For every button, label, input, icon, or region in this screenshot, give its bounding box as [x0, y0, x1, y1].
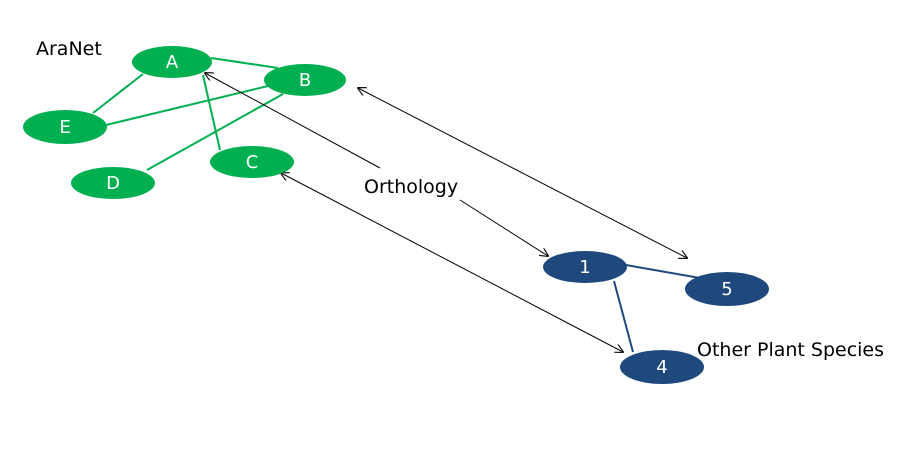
aranet-node-shape [23, 110, 107, 144]
aranet-edge-A-C [202, 74, 221, 151]
other-node-shape [685, 272, 769, 306]
aranet-node-shape [264, 64, 346, 96]
aranet-node-label: D [106, 173, 120, 194]
other-edge-1-5 [625, 264, 701, 279]
other-edge-1-4 [613, 280, 634, 353]
orthology-arrow-C-4 [281, 173, 623, 352]
other-node-1: 1 [543, 251, 627, 283]
aranet-edge-B-D [146, 93, 284, 171]
aranet-node-C: C [210, 146, 294, 178]
aranet-node-shape [210, 146, 294, 178]
other-species-label: Other Plant Species [697, 339, 885, 361]
aranet-label: AraNet [36, 38, 102, 60]
aranet-node-E: E [23, 110, 107, 144]
aranet-edge-B-E [105, 85, 269, 126]
aranet-node-label: E [59, 117, 70, 138]
other-node-shape [543, 251, 627, 283]
aranet-node-shape [71, 167, 155, 199]
orthology-arrow-B-5 [358, 88, 687, 258]
orthology-label: Orthology [364, 176, 459, 198]
aranet-node-B: B [264, 64, 346, 96]
orthology-arrow-A-1 [459, 199, 548, 256]
aranet-node-shape [132, 46, 212, 78]
aranet-node-label: A [166, 52, 179, 73]
other-node-5: 5 [685, 272, 769, 306]
other-node-shape [620, 350, 704, 384]
orthology-arrow-A-1 [205, 73, 381, 169]
other-node-label: 4 [656, 357, 667, 378]
aranet-edge-A-E [92, 73, 144, 114]
aranet-edge-A-B [210, 57, 279, 69]
other-node-label: 5 [721, 279, 732, 300]
aranet-node-D: D [71, 167, 155, 199]
aranet-node-label: C [246, 152, 259, 173]
other-node-4: 4 [620, 350, 704, 384]
other-node-label: 1 [579, 257, 590, 278]
aranet-node-A: A [132, 46, 212, 78]
aranet-node-label: B [299, 70, 311, 91]
